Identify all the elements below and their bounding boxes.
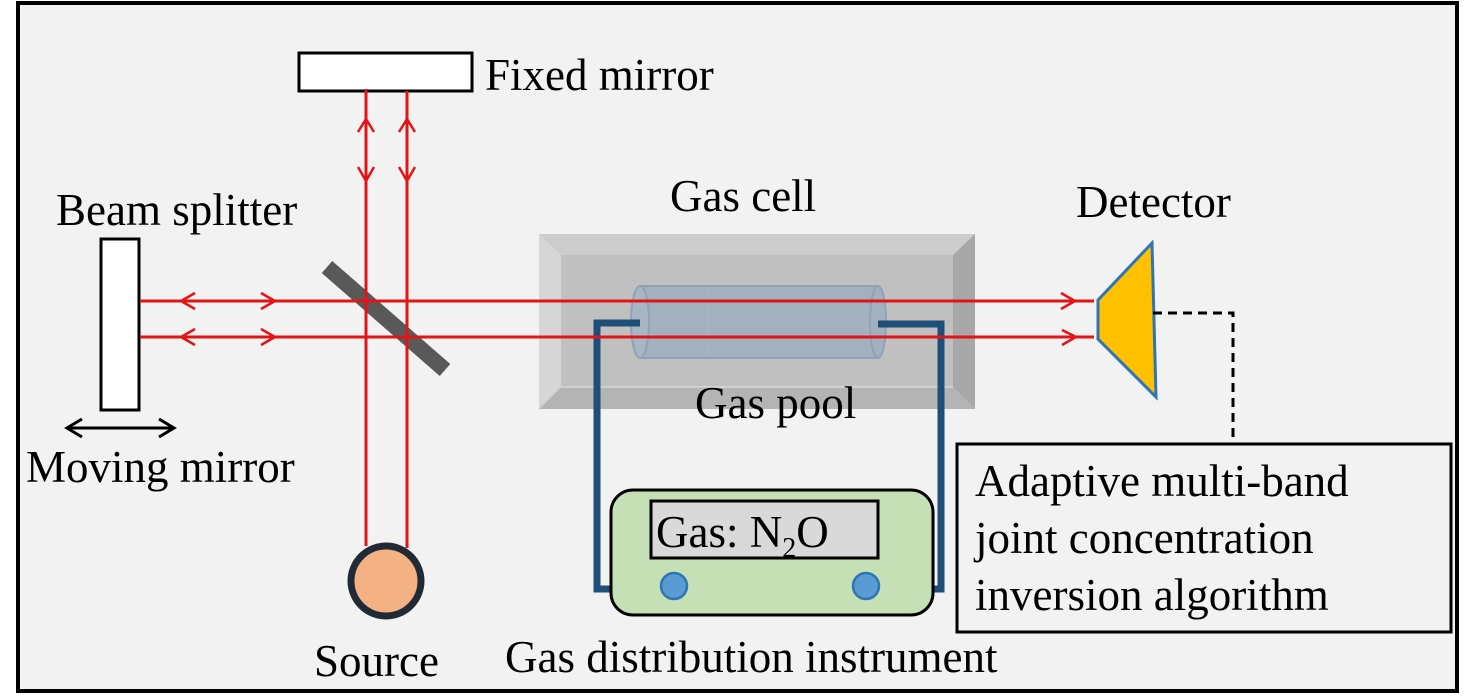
inlet-port xyxy=(659,571,689,601)
light-beams xyxy=(140,89,1094,548)
gas-distribution-instrument: Gas: N2O xyxy=(609,488,935,617)
moving-mirror-label: Moving mirror xyxy=(26,442,295,492)
gas-cell-label: Gas cell xyxy=(670,171,816,221)
gas-distribution-instrument-label: Gas distribution instrument xyxy=(505,632,998,682)
moving-mirror xyxy=(99,237,141,412)
arrow-right-icon xyxy=(260,291,278,311)
beam-splitter xyxy=(321,260,451,377)
beam-splitter-label: Beam splitter xyxy=(56,185,297,235)
gas-type-label: Gas: N2O xyxy=(656,507,829,564)
arrow-right-icon xyxy=(260,327,278,347)
gas-type-label-box xyxy=(649,499,880,560)
arrow-right-icon xyxy=(1061,328,1079,347)
algorithm-label-line1: Adaptive multi-band xyxy=(975,456,1349,506)
detector-label: Detector xyxy=(1076,177,1231,227)
arrow-left-icon xyxy=(178,327,196,347)
arrow-down-icon xyxy=(397,166,417,184)
algorithm-label-line2: joint concentration xyxy=(973,513,1314,563)
arrow-up-icon xyxy=(397,116,417,133)
algorithm-label-line3: inversion algorithm xyxy=(975,570,1329,620)
arrow-up-icon xyxy=(356,116,376,133)
algorithm-box xyxy=(955,442,1453,634)
arrow-right-icon xyxy=(1060,291,1078,311)
gas-pool-tube xyxy=(630,285,887,359)
source-label: Source xyxy=(314,636,439,686)
gas-pool-label: Gas pool xyxy=(695,378,856,428)
light-source xyxy=(347,542,425,620)
fixed-mirror-label: Fixed mirror xyxy=(485,50,714,100)
moving-mirror-travel-arrow xyxy=(64,417,177,439)
arrow-left-icon xyxy=(178,291,196,311)
signal-connection-dashed xyxy=(1153,311,1235,437)
fixed-mirror xyxy=(297,51,474,93)
detector xyxy=(1096,239,1158,401)
outlet-port xyxy=(851,571,881,601)
beam-arrowheads xyxy=(178,116,1079,347)
arrow-down-icon xyxy=(356,166,376,184)
